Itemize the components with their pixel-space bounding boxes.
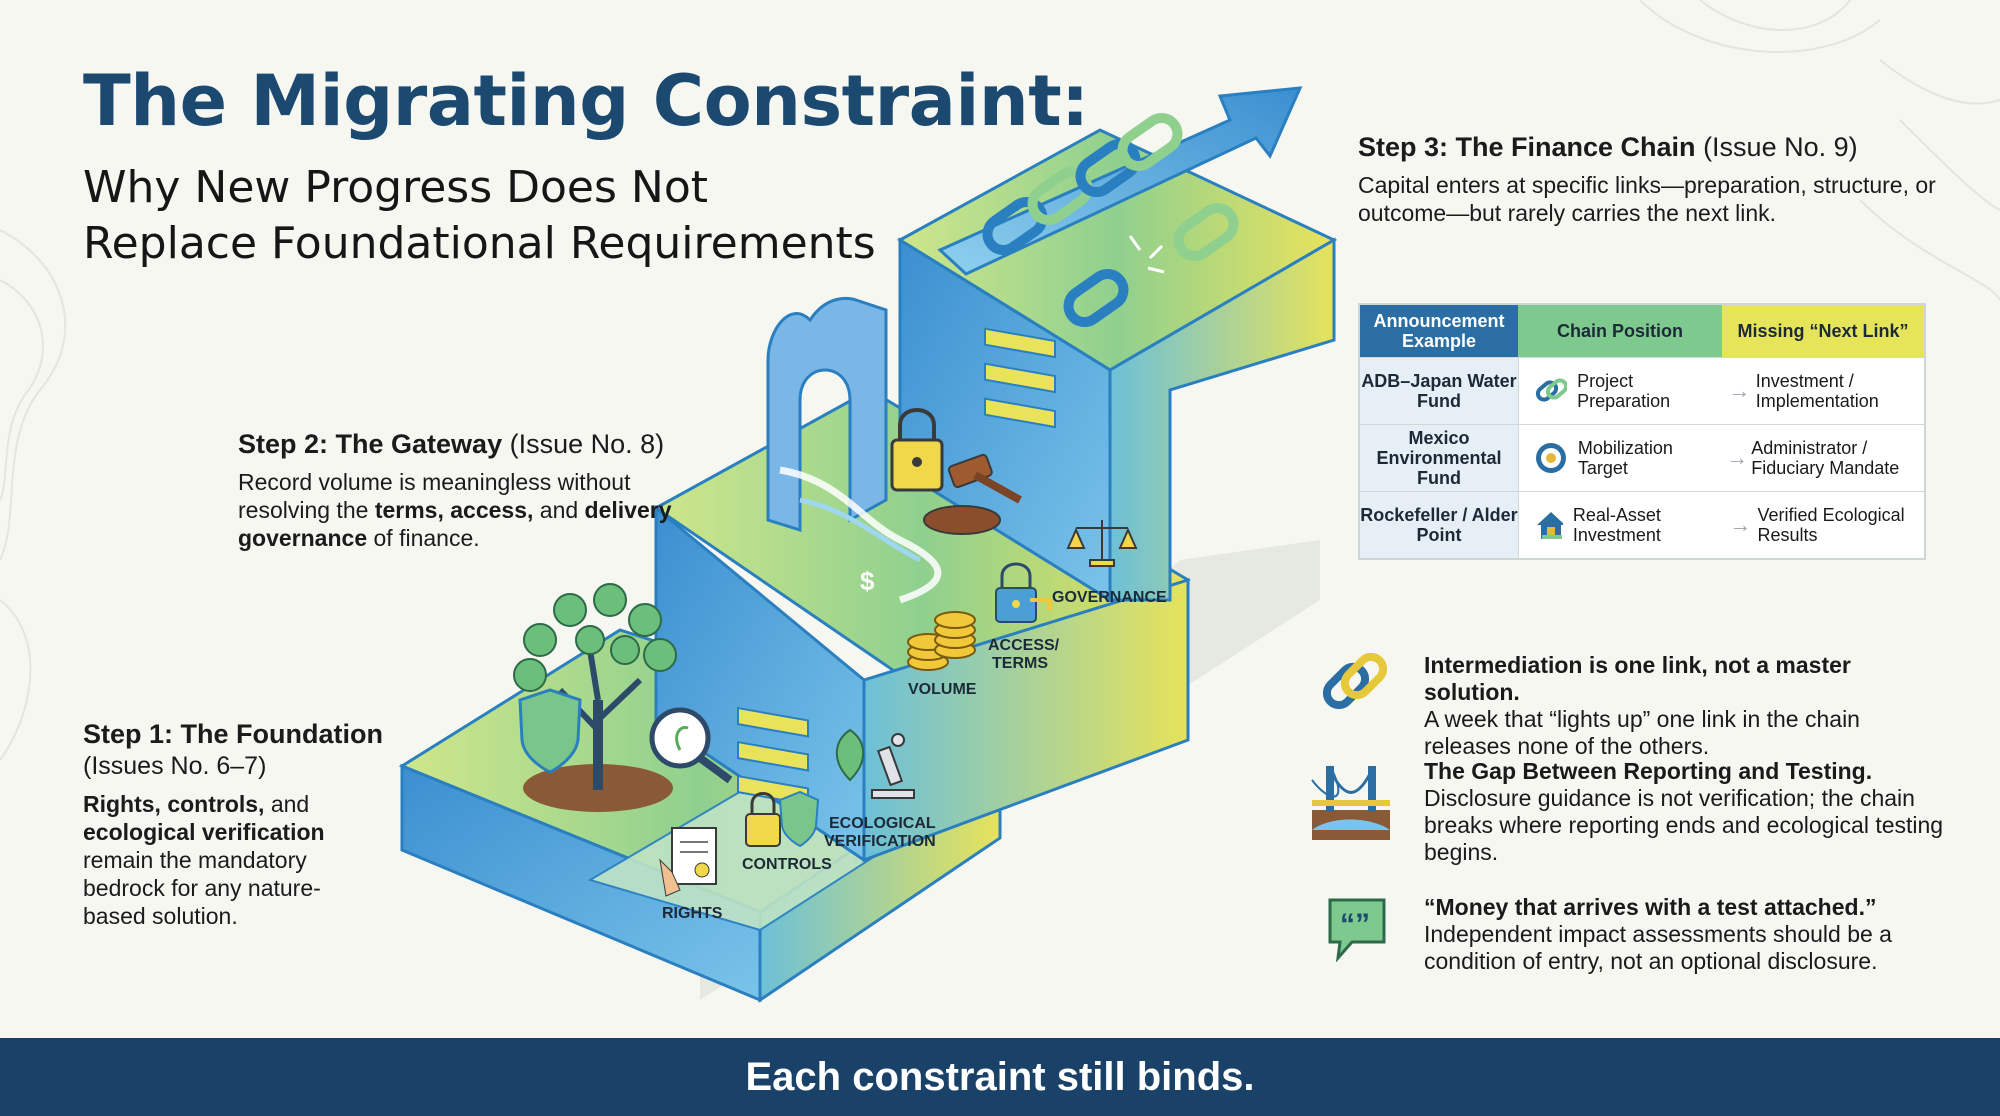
footer-banner: Each constraint still binds.: [0, 1038, 2000, 1116]
chain-link-icon: [1322, 652, 1388, 710]
padlock-icon: [890, 408, 944, 492]
step2-text: Step 2: The Gateway (Issue No. 8) Record…: [238, 430, 678, 552]
page-subtitle: Why New Progress Does Not Replace Founda…: [83, 160, 923, 272]
table-cell-example: Rockefeller / Alder Point: [1360, 492, 1519, 558]
table-header-missing: Missing “Next Link”: [1722, 305, 1924, 357]
table-cell-position: Project Preparation: [1519, 358, 1723, 424]
access-label-2: TERMS: [992, 655, 1048, 672]
rights-label: RIGHTS: [662, 905, 723, 922]
side-note-body: A week that “lights up” one link in the …: [1424, 706, 1860, 759]
side-note-heading: Intermediation is one link, not a master…: [1424, 652, 1851, 705]
governance-label: GOVERNANCE: [1052, 589, 1167, 606]
house-icon: [1537, 512, 1563, 539]
eco-label-1: ECOLOGICAL: [829, 815, 936, 832]
table-cell-position: Mobilization Target: [1519, 425, 1723, 491]
target-icon: [1536, 443, 1566, 473]
gavel-icon: [923, 453, 1022, 535]
step2-side: [862, 577, 1190, 863]
table-header-example: Announcement Example: [1360, 305, 1518, 357]
access-lock-icon: [995, 562, 1052, 623]
side-note-3: “Money that arrives with a test attached…: [1424, 894, 1944, 975]
step3-side: [1108, 237, 1336, 602]
finance-chain-table: Announcement Example Chain Position Miss…: [1358, 303, 1926, 560]
table-cell-example: Mexico Environmental Fund: [1360, 425, 1519, 491]
side-note-2: The Gap Between Reporting and Testing. D…: [1424, 758, 1944, 866]
controls-label: CONTROLS: [742, 856, 832, 873]
access-label-1: ACCESS/: [988, 637, 1060, 654]
table-cell-missing: →Verified Ecological Results: [1729, 505, 1905, 545]
table-row: ADB–Japan Water Fund Project Preparation…: [1360, 357, 1924, 424]
step3-body: Capital enters at specific links—prepara…: [1358, 172, 1936, 226]
dollar-icon: $: [860, 566, 875, 596]
volume-label: VOLUME: [908, 681, 977, 698]
side-note-body: Independent impact assessments should be…: [1424, 921, 1892, 974]
controls-lock-icon: [745, 790, 820, 848]
leaf-icon: [835, 728, 865, 782]
tree-icon: [513, 583, 677, 812]
side-note-heading: The Gap Between Reporting and Testing.: [1424, 758, 1873, 784]
step1-issue: (Issues No. 6–7): [83, 752, 267, 780]
step1-body: Rights, controls, and ecological verific…: [83, 791, 325, 929]
side-note-1: Intermediation is one link, not a master…: [1424, 652, 1944, 760]
subtitle-line-1: Why New Progress Does Not: [83, 162, 709, 213]
table-cell-example: ADB–Japan Water Fund: [1360, 358, 1519, 424]
subtitle-line-2: Replace Foundational Requirements: [83, 218, 876, 269]
table-row: Mexico Environmental Fund Mobilization T…: [1360, 424, 1924, 491]
table-header-position: Chain Position: [1518, 305, 1722, 357]
certificate-icon: [659, 827, 717, 897]
page-title: The Migrating Constraint:: [83, 60, 1089, 142]
table-cell-missing: →Investment / Implementation: [1728, 371, 1879, 411]
finance-chain-icon: [982, 112, 1239, 328]
step1-text: Step 1: The Foundation (Issues No. 6–7) …: [83, 720, 383, 930]
magnifier-icon: [649, 707, 733, 784]
table-row: Rockefeller / Alder Point Real-Asset Inv…: [1360, 491, 1924, 558]
step1-heading: Step 1: The Foundation: [83, 719, 383, 749]
step2-body: Record volume is meaningless without res…: [238, 469, 672, 551]
quote-bubble-icon: “”: [1328, 898, 1386, 962]
step3-text: Step 3: The Finance Chain (Issue No. 9) …: [1358, 133, 1938, 227]
bridge-icon: [1311, 765, 1390, 840]
chain-link-icon: [1535, 378, 1568, 402]
step3-heading: Step 3: The Finance Chain (Issue No. 9): [1358, 132, 1858, 162]
table-cell-position: Real-Asset Investment: [1519, 492, 1723, 558]
scales-icon: [1066, 520, 1138, 567]
microscope-icon: [871, 733, 915, 799]
svg-text:“”: “”: [1340, 908, 1370, 941]
coins-icon: [907, 611, 976, 671]
table-header-row: Announcement Example Chain Position Miss…: [1360, 305, 1924, 357]
shield-icon: [518, 688, 582, 774]
eco-label-2: VERIFICATION: [824, 833, 936, 850]
break-spark-icon: [1128, 235, 1165, 274]
table-cell-missing: →Administrator / Fiduciary Mandate: [1726, 438, 1900, 478]
step2-heading: Step 2: The Gateway (Issue No. 8): [238, 429, 665, 459]
side-note-heading: “Money that arrives with a test attached…: [1424, 894, 1877, 920]
side-note-body: Disclosure guidance is not verification;…: [1424, 785, 1944, 865]
